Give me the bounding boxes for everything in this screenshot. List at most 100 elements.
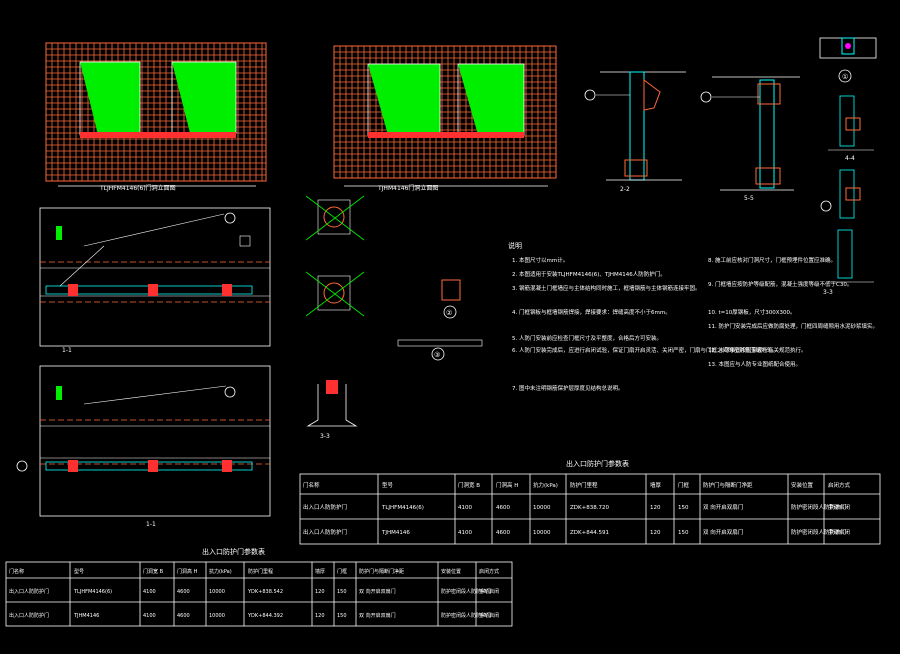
door-leaf-left-1 xyxy=(80,62,140,135)
table2-row2-cell: 150 xyxy=(337,613,347,619)
table2-row1-cell: 双 向开启双扇门 xyxy=(359,588,396,595)
table2-row2-cell: 防护密闭段人防防护门 xyxy=(441,612,491,619)
elevation-1-label: TLJHFM4146(6)门洞立面图 xyxy=(99,184,176,192)
note-1: 1. 本图尺寸以mm计。 xyxy=(512,256,568,264)
table1-row1-cell: ZDK+838.720 xyxy=(570,505,609,511)
table2-row1-cell: YDK+838.542 xyxy=(247,589,283,595)
right-details: ① 4-4 3-3 xyxy=(819,37,877,296)
table1-header-cell: 型号 xyxy=(382,481,394,489)
note-3: 3. 钢筋混凝土门框墙应与主体结构同时施工，框墙钢筋与主体钢筋连接牢固。 xyxy=(512,284,701,292)
section-3-3-small-label: 3-3 xyxy=(320,433,330,440)
note-13: 13. 本图应与人防专业图纸配合使用。 xyxy=(708,360,801,368)
table2-row1-cell: 4100 xyxy=(143,589,156,595)
table2-header-cell: 门洞高 H xyxy=(177,568,198,575)
table1-header-cell: 门洞宽 B xyxy=(458,481,480,489)
detail-1-mark: ① xyxy=(842,73,848,81)
table1-row2-cell: TJHM4146 xyxy=(381,530,410,536)
note-5: 5. 人防门安装前应检查门框尺寸及平整度，合格后方可安装。 xyxy=(512,334,662,342)
note-7: 7. 图中未注明钢筋保护层厚度见结构总说明。 xyxy=(512,384,624,392)
note-9: 9. 门框墙应按防护等级配筋，混凝土强度等级不低于C30。 xyxy=(708,280,852,288)
table2-row1-cell: 150 xyxy=(337,589,347,595)
axis-bubble-icon xyxy=(224,212,236,224)
note-11: 11. 防护门安装完成后应做防腐处理，门框四周缝隙用水泥砂浆填实。 xyxy=(708,322,878,330)
table2-header-cell: 墙厚 xyxy=(315,568,325,575)
section-1-1-label: 1-1 xyxy=(62,347,72,354)
door-leaf-right-1 xyxy=(172,62,236,133)
table1-row1-cell: 出入口人防防护门 xyxy=(303,503,347,511)
elevation-2-label: TJHM4146门洞立面图 xyxy=(377,184,438,192)
table2-row2-cell: YDK+844.392 xyxy=(247,613,283,619)
table2-header-cell: 门名称 xyxy=(9,568,24,575)
small-details: ② ③ 3-3 xyxy=(305,195,483,440)
table1-header-cell: 启闭方式 xyxy=(828,481,851,489)
table2-row1-cell: 120 xyxy=(315,589,325,595)
table2-row2-cell: 出入口人防防护门 xyxy=(9,612,49,619)
table1-row2-cell: 防护密闭段人防防护门 xyxy=(791,528,846,536)
section-5-5: 5-5 xyxy=(700,76,800,202)
note-12: 12. 未尽事宜按国家现行有关规范执行。 xyxy=(708,346,807,354)
table2-header-cell: 抗力(kPa) xyxy=(209,568,232,575)
table2-row1-cell: 10000 xyxy=(209,589,225,595)
section-2-2: 2-2 xyxy=(584,71,686,193)
table1-row2-cell: 手动启闭 xyxy=(828,528,850,536)
table-2-title: 出入口防护门参数表 xyxy=(202,547,265,556)
table2-row2-cell: TJHM4146 xyxy=(73,613,99,619)
note-4: 4. 门框钢板与框墙钢筋焊接，焊接要求：焊缝高度不小于6mm。 xyxy=(512,308,671,316)
table2-row2-cell: 双 向开启双扇门 xyxy=(359,612,396,619)
table1-header-cell: 防护门与隔断门净距 xyxy=(703,481,753,489)
table1-row2-cell: 10000 xyxy=(533,530,551,536)
table2-header-cell: 门洞宽 B xyxy=(143,568,164,575)
table1-header-cell: 墙厚 xyxy=(650,481,662,489)
table2-row2-cell: 10000 xyxy=(209,613,225,619)
table2-row2-cell: 手动启闭 xyxy=(479,612,499,619)
table1-row2-cell: 4600 xyxy=(496,530,510,536)
detail-3-bubble-icon xyxy=(431,347,445,361)
door-leaf-right-2 xyxy=(458,64,524,135)
table1-row2-cell: 双 向开启双扇门 xyxy=(703,528,743,536)
axis-bubble-icon xyxy=(820,200,832,212)
table1-header-cell: 门名称 xyxy=(303,481,320,489)
table2-row2-cell: 120 xyxy=(315,613,325,619)
table1-header-cell: 门洞高 H xyxy=(496,481,518,489)
detail-3-mark: ③ xyxy=(434,351,440,359)
note-8: 8. 施工前应核对门洞尺寸，门框预埋件位置应准确。 xyxy=(708,256,836,264)
table1-row2-cell: ZDK+844.591 xyxy=(570,530,609,536)
door-leaf-left-2 xyxy=(368,64,440,135)
table1-row2-cell: 150 xyxy=(678,530,689,536)
table2-row1-cell: 4600 xyxy=(177,589,190,595)
axis-bubble-icon xyxy=(224,386,236,398)
table1-row1-cell: 4100 xyxy=(458,505,472,511)
elevation-1: TLJHFM4146(6)门洞立面图 xyxy=(45,42,267,192)
table2-header-cell: 型号 xyxy=(74,568,84,575)
note-6: 6. 人防门安装完成后，应进行启闭试验，保证门扇开启灵活、关闭严密，门扇与门框之… xyxy=(512,346,778,354)
table2-header-cell: 启闭方式 xyxy=(479,568,499,575)
table1-header-cell: 抗力(kPa) xyxy=(533,481,558,489)
table1-row1-cell: 150 xyxy=(678,505,689,511)
table2-header-cell: 防护门里程 xyxy=(248,568,273,575)
table1-header-cell: 安装位置 xyxy=(791,481,814,489)
table1-row1-cell: TLJHFM4146(6) xyxy=(381,505,424,511)
section-2-2-label: 2-2 xyxy=(620,186,630,193)
notes-title: 说明 xyxy=(508,241,522,250)
table1-header-cell: 防护门里程 xyxy=(570,481,598,489)
section-5-5-label: 5-5 xyxy=(744,195,754,202)
general-notes: 说明 1. 本图尺寸以mm计。 2. 本图适用于安装TLJHFM4146(6)、… xyxy=(508,241,878,392)
table2-row2-cell: 4100 xyxy=(143,613,156,619)
table1-row1-cell: 10000 xyxy=(533,505,551,511)
table2-header-cell: 安装位置 xyxy=(441,568,461,575)
section-4-4-label: 4-4 xyxy=(845,155,855,162)
table1-row1-cell: 手动启闭 xyxy=(828,503,850,511)
table1-row2-cell: 4100 xyxy=(458,530,472,536)
table1-row1-cell: 4600 xyxy=(496,505,510,511)
axis-bubble-icon xyxy=(584,89,596,101)
table1-header-cell: 门框 xyxy=(678,481,690,489)
elevation-2: TJHM4146门洞立面图 xyxy=(333,45,557,192)
axis-bubble-icon xyxy=(16,460,28,472)
table-1-title: 出入口防护门参数表 xyxy=(566,459,629,468)
table2-row1-cell: 手动启闭 xyxy=(479,588,499,595)
section-3-3-label: 3-3 xyxy=(823,289,833,296)
table1-row1-cell: 120 xyxy=(650,505,661,511)
detail-2-bubble-icon xyxy=(443,305,457,319)
